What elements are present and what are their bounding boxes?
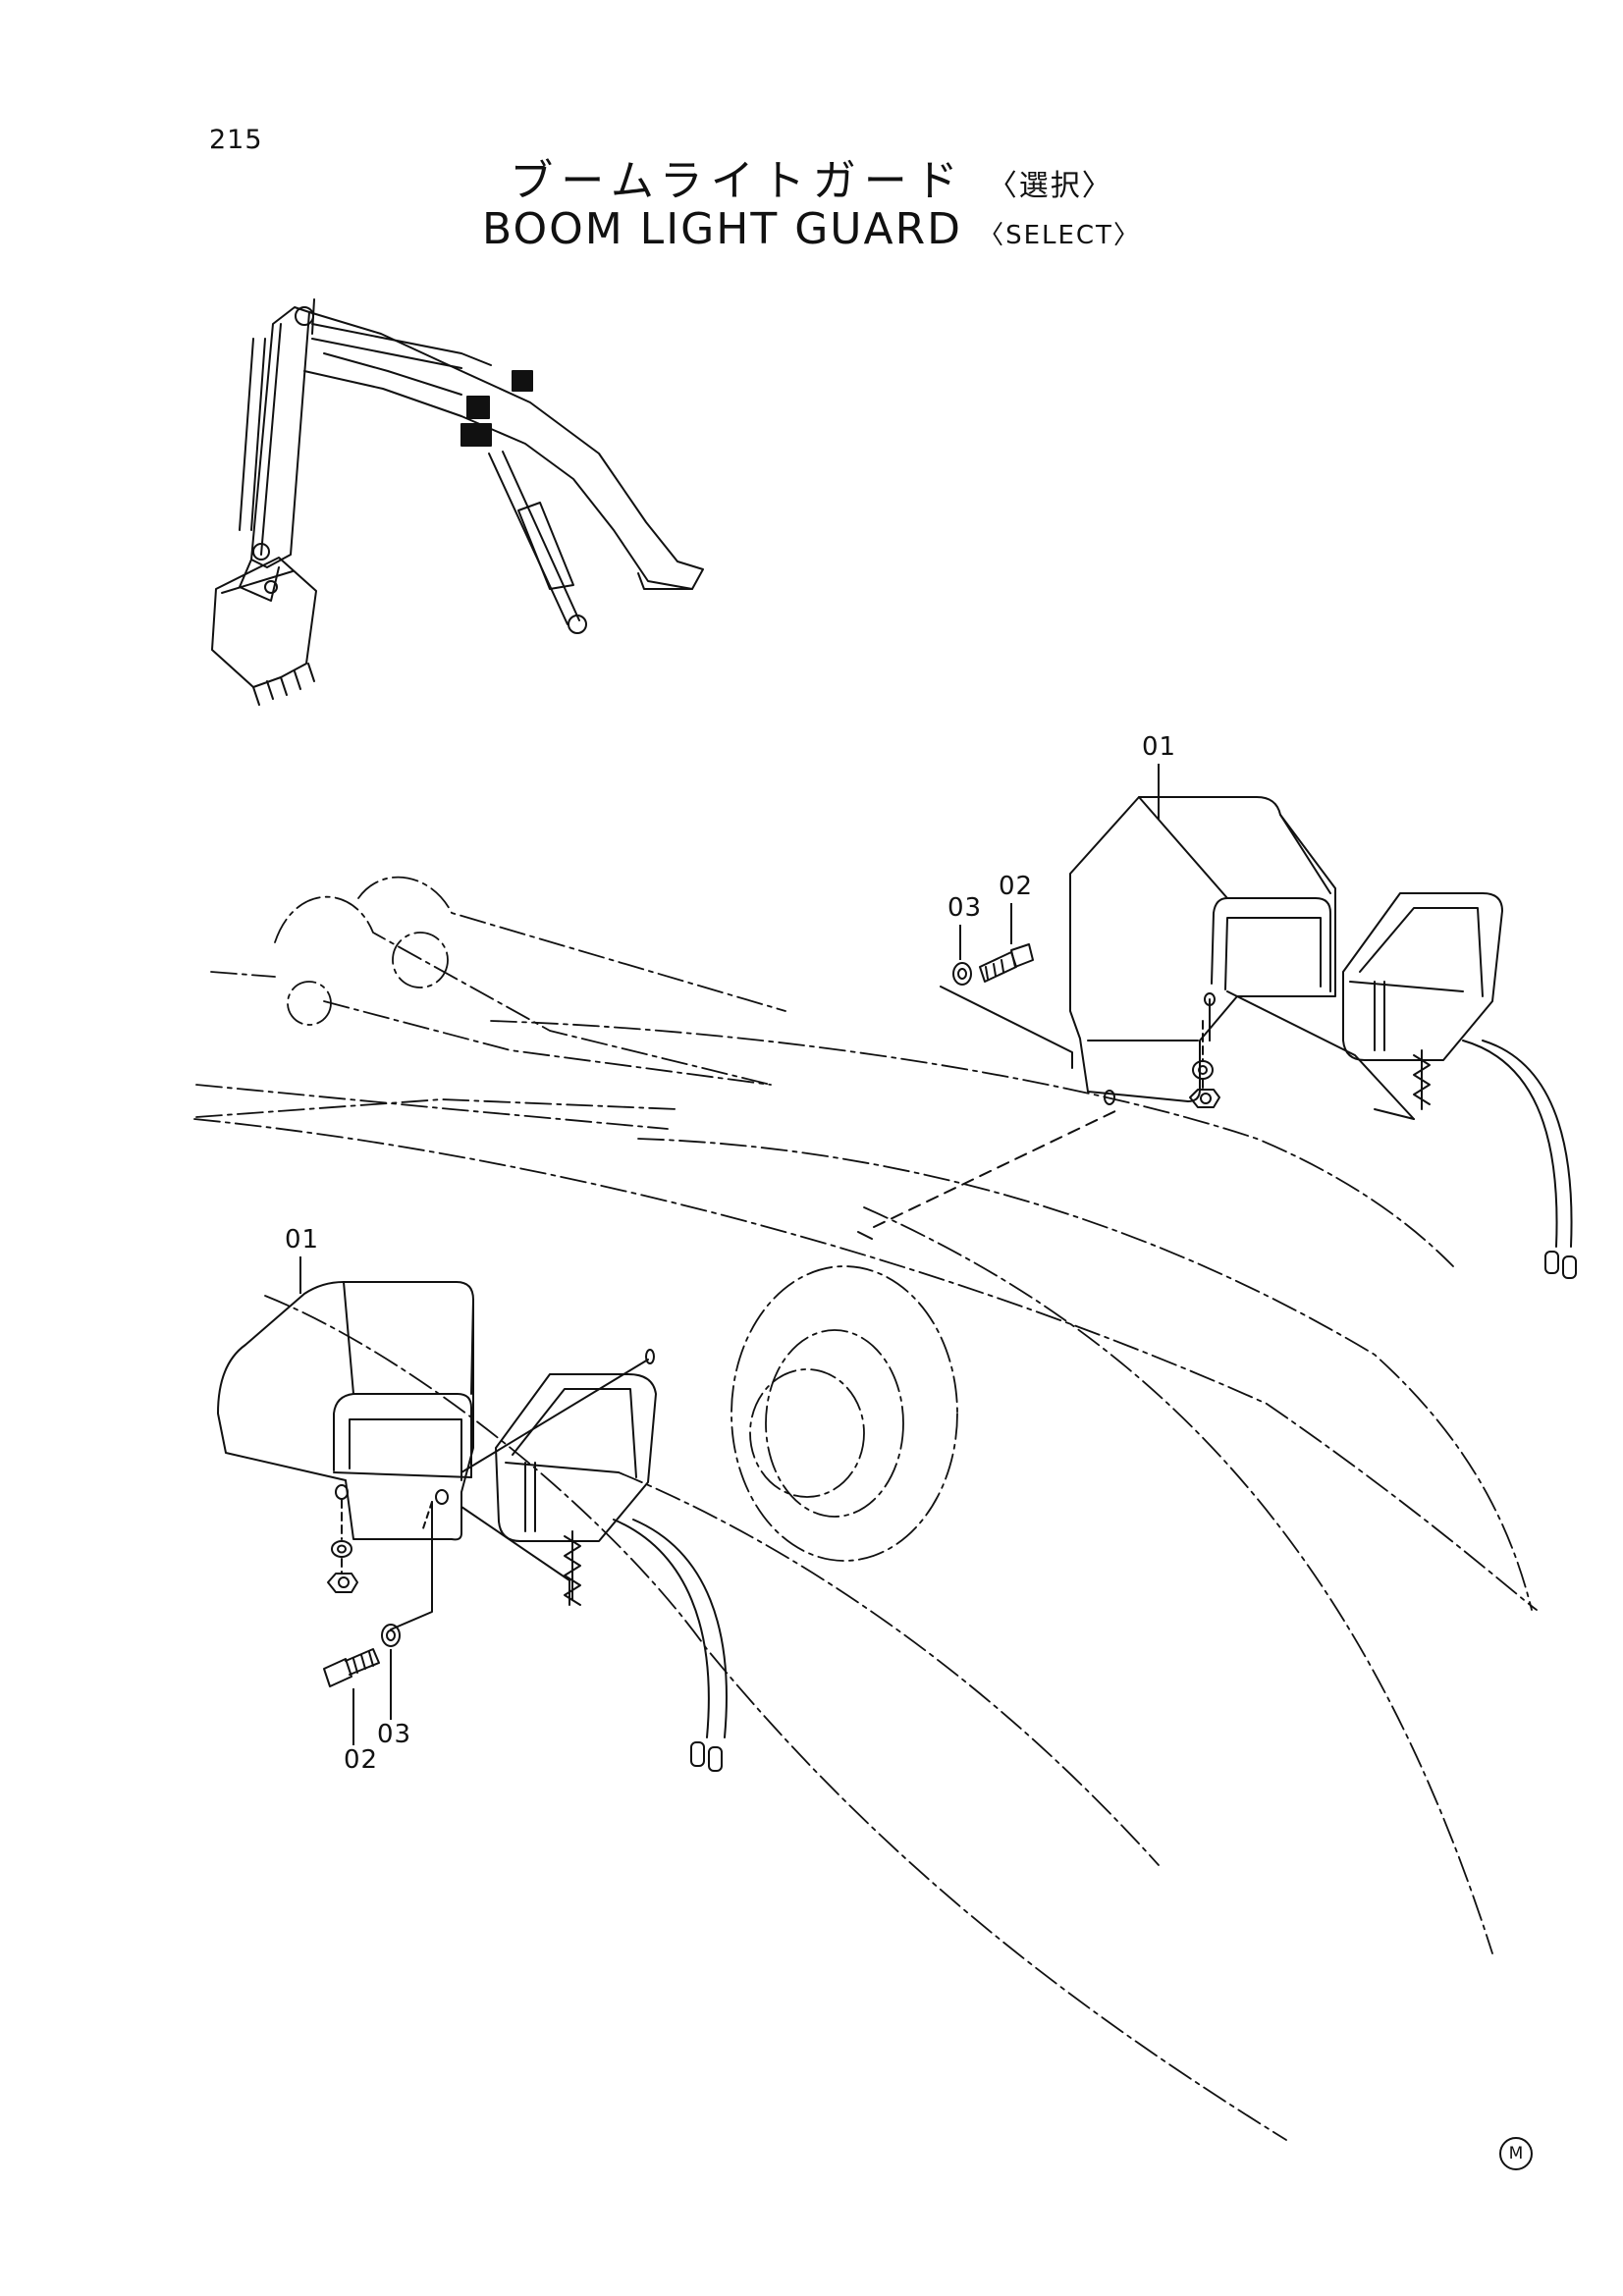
title-japanese-note: 〈選択〉 [987, 169, 1113, 203]
lower-light-guard-assembly [218, 1282, 727, 1771]
callout-lower-guard: 01 [285, 1225, 320, 1255]
callout-upper-washer: 03 [947, 893, 983, 923]
excavator-overview-illustration [212, 299, 703, 705]
manufacturer-mark: M [1499, 2137, 1533, 2170]
boom-outline [194, 878, 1537, 2140]
title-english-text: BOOM LIGHT GUARD [482, 204, 963, 254]
callout-lower-bolt: 02 [344, 1745, 379, 1775]
title-english-note: 〈SELECT〉 [978, 221, 1141, 250]
title-japanese-text: ブームライトガード [510, 156, 966, 206]
callout-upper-guard: 01 [1142, 732, 1177, 762]
title-japanese: ブームライトガード 〈選択〉 [0, 145, 1623, 208]
callout-upper-bolt: 02 [999, 872, 1034, 901]
upper-light-guard-assembly [858, 797, 1576, 1278]
page-number: 215 [209, 125, 263, 155]
callout-lower-washer: 03 [377, 1720, 412, 1749]
title-english: BOOM LIGHT GUARD 〈SELECT〉 [0, 204, 1623, 254]
